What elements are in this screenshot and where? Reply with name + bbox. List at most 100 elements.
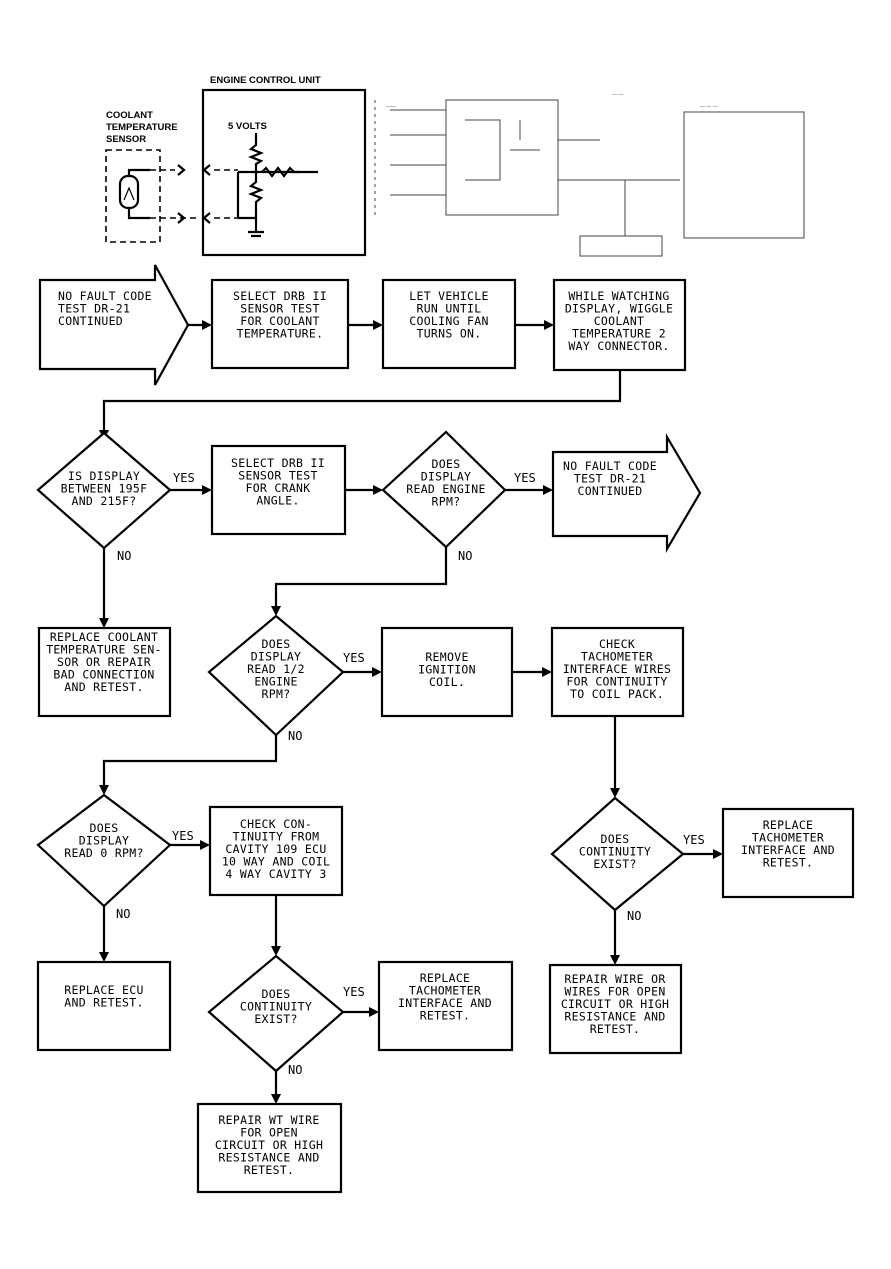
ecu-title: ENGINE CONTROL UNIT xyxy=(210,75,321,86)
node-text-check-cont-3: CAVITY 109 ECU xyxy=(225,842,326,856)
node-text-start-3: CONTINUED xyxy=(58,314,123,328)
node-text-dec-display-3: AND 215F? xyxy=(71,494,136,508)
node-text-dec-half-1: DOES xyxy=(262,637,291,651)
node-text-remove-coil-1: REMOVE xyxy=(425,650,468,664)
no-label-cont-right: NO xyxy=(627,909,641,923)
node-text-cont-end-3: CONTINUED xyxy=(577,484,642,498)
node-text-replace-sensor-2: TEMPERATURE SEN- xyxy=(46,643,162,657)
edge-labels: YES NO YES NO YES NO YES NO YES NO YES N… xyxy=(116,471,705,1077)
node-text-dec-half-3: READ 1/2 xyxy=(247,662,305,676)
node-text-cont-end-2: TEST DR-21 xyxy=(574,472,646,486)
node-text-let-run-4: TURNS ON. xyxy=(416,327,481,341)
sensor-title-1: COOLANT xyxy=(106,110,153,121)
svg-text:— —: — — xyxy=(612,92,623,98)
node-text-repair-r-1: REPAIR WIRE OR xyxy=(564,972,665,986)
node-text-dec-rpm-3: READ ENGINE xyxy=(406,482,485,496)
node-text-replace-tach-m-1: REPLACE xyxy=(420,971,471,985)
repair-wt-box xyxy=(196,1102,343,1194)
remove-coil-box xyxy=(380,626,514,718)
no-label-rpm: NO xyxy=(458,549,472,563)
node-text-replace-sensor-1: REPLACE COOLANT xyxy=(50,630,158,644)
node-text-dec-rpm-1: DOES xyxy=(432,457,461,471)
node-text-replace-tach-r-4: RETEST. xyxy=(763,856,814,870)
half-rpm-diamond xyxy=(207,614,345,737)
node-text-replace-tach-r-1: REPLACE xyxy=(763,818,814,832)
yes-label-zero: YES xyxy=(172,829,194,843)
yes-label-half: YES xyxy=(343,651,365,665)
zero-rpm-diamond xyxy=(36,793,172,908)
node-text-dec-cont-r-1: DOES xyxy=(601,832,630,846)
node-text-repair-r-4: RESISTANCE AND xyxy=(564,1010,665,1024)
yes-label-rpm: YES xyxy=(514,471,536,485)
node-text-replace-sensor-5: AND RETEST. xyxy=(64,680,143,694)
no-label-cont-middle: NO xyxy=(288,1063,302,1077)
node-text-let-run-3: COOLING FAN xyxy=(409,314,488,328)
node-text-let-run-2: RUN UNTIL xyxy=(416,302,481,316)
node-text-replace-tach-r-3: INTERFACE AND xyxy=(741,843,835,857)
node-text-dec-zero-2: DISPLAY xyxy=(79,834,130,848)
node-text-check-tach-4: FOR CONTINUITY xyxy=(566,675,667,689)
node-text-wiggle-1: WHILE WATCHING xyxy=(568,289,669,303)
faint-schematic: —— — — — — — xyxy=(374,92,805,257)
replace-tach-middle-box xyxy=(377,960,514,1052)
sensor-title-3: SENSOR xyxy=(106,134,146,145)
node-text-replace-tach-r-2: TACHOMETER xyxy=(752,831,824,845)
node-text-repair-wt-3: CIRCUIT OR HIGH xyxy=(215,1138,323,1152)
node-text-replace-ecu-2: AND RETEST. xyxy=(64,996,143,1010)
repair-right-box xyxy=(548,963,683,1055)
sensor-title-2: TEMPERATURE xyxy=(106,122,178,133)
node-text-start-1: NO FAULT CODE xyxy=(58,289,152,303)
svg-text:——: —— xyxy=(386,104,396,110)
node-text-check-cont-2: TINUITY FROM xyxy=(233,830,320,844)
node-text-check-cont-1: CHECK CON- xyxy=(240,817,312,831)
yes-label-cont-middle: YES xyxy=(343,985,365,999)
let-run-box xyxy=(381,278,517,370)
node-text-repair-r-2: WIRES FOR OPEN xyxy=(564,985,665,999)
node-text-repair-wt-2: FOR OPEN xyxy=(240,1126,298,1140)
volts-label: 5 VOLTS xyxy=(228,121,267,132)
node-text-dec-cont-m-2: CONTINUITY xyxy=(240,1000,312,1014)
node-text-check-cont-4: 10 WAY AND COIL xyxy=(222,855,330,869)
node-text-dec-zero-3: READ 0 RPM? xyxy=(64,846,143,860)
node-text-check-tach-5: TO COIL PACK. xyxy=(570,687,664,701)
node-text-replace-sensor-4: BAD CONNECTION xyxy=(53,668,154,682)
continuity-right-diamond xyxy=(550,796,685,912)
node-text-dec-cont-r-3: EXIST? xyxy=(593,857,636,871)
no-label-half: NO xyxy=(288,729,302,743)
check-continuity-box xyxy=(208,805,344,897)
node-text-dec-rpm-4: RPM? xyxy=(432,495,461,509)
node-text-let-run-1: LET VEHICLE xyxy=(409,289,488,303)
node-text-select-cool-1: SELECT DRB II xyxy=(233,289,327,303)
sensor-dashed-box xyxy=(105,149,161,243)
node-text-start-2: TEST DR-21 xyxy=(58,302,130,316)
node-text-dec-zero-1: DOES xyxy=(90,821,119,835)
node-text-dec-display-1: IS DISPLAY xyxy=(68,469,140,483)
node-text-check-tach-2: TACHOMETER xyxy=(581,650,653,664)
engine-rpm-diamond xyxy=(381,430,507,549)
continued-arrow-shape xyxy=(551,432,702,554)
node-text-repair-wt-4: RESISTANCE AND xyxy=(218,1151,319,1165)
pullup-resistor xyxy=(248,133,264,172)
node-text-wiggle-4: TEMPERATURE 2 xyxy=(572,327,666,341)
node-text-select-crank-4: ANGLE. xyxy=(256,494,299,508)
no-label-zero: NO xyxy=(116,907,130,921)
node-text-replace-tach-m-3: INTERFACE AND xyxy=(398,996,492,1010)
node-text-replace-tach-m-4: RETEST. xyxy=(420,1009,471,1023)
coolant-sensor-schematic: ENGINE CONTROL UNIT COOLANT TEMPERATURE … xyxy=(105,75,805,257)
connectors xyxy=(102,323,716,1097)
node-text-repair-r-5: RETEST. xyxy=(590,1022,641,1036)
wiggle-box xyxy=(552,278,687,372)
node-text-dec-display-2: BETWEEN 195F xyxy=(61,482,148,496)
node-text-repair-wt-1: REPAIR WT WIRE xyxy=(218,1113,319,1127)
node-text-select-cool-4: TEMPERATURE. xyxy=(237,327,324,341)
node-text-replace-tach-m-2: TACHOMETER xyxy=(409,984,481,998)
continuity-middle-diamond xyxy=(207,954,345,1073)
node-text-select-crank-2: SENSOR TEST xyxy=(238,469,317,483)
node-text-select-cool-2: SENSOR TEST xyxy=(240,302,319,316)
node-text-select-crank-1: SELECT DRB II xyxy=(231,456,325,470)
node-text-replace-ecu-1: REPLACE ECU xyxy=(64,983,143,997)
node-text-check-tach-1: CHECK xyxy=(599,637,635,651)
node-text-dec-cont-r-2: CONTINUITY xyxy=(579,845,651,859)
